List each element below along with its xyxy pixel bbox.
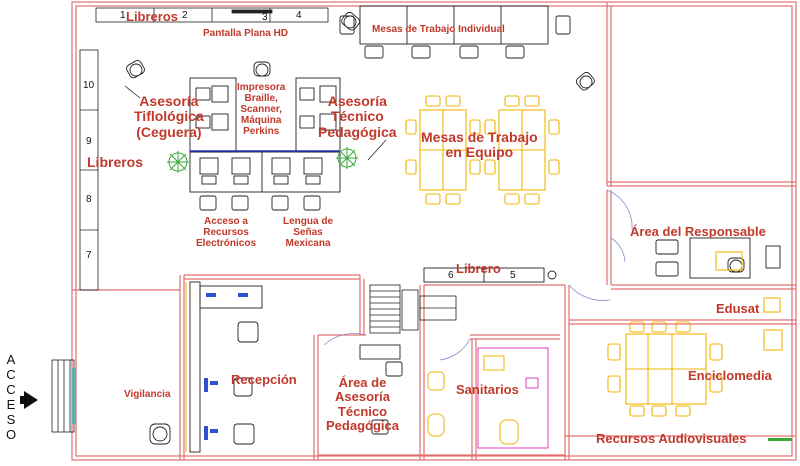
- enciclomedia-label: Enciclomedia: [688, 368, 772, 383]
- asesoria-tiflologica-line3: (Ceguera): [136, 123, 202, 140]
- edusat-label: Edusat: [716, 301, 760, 316]
- access-letter: A: [6, 352, 16, 367]
- access-letter: S: [6, 412, 16, 427]
- mesas-equipo-line2: en Equipo: [445, 144, 514, 161]
- lengua-senas-label: Lengua de Señas Mexicana: [283, 216, 333, 249]
- team-tables: [405, 95, 560, 205]
- lengua-senas-line1: Lengua de: [283, 216, 334, 227]
- libreros-left-label: Libreros: [87, 154, 144, 170]
- area-asesoria-label: Área de Asesoría Técnico Pedagógica: [326, 375, 399, 433]
- audiovisual-strip: [768, 438, 792, 441]
- access-letter: C: [6, 367, 16, 382]
- top-shelves: [95, 7, 329, 23]
- responsable-desk: [715, 251, 743, 271]
- impresora-line5: Perkins: [243, 126, 280, 137]
- shelf-number: 2: [182, 10, 188, 21]
- recursos-audiovisuales-label: Recursos Audiovisuales: [596, 431, 747, 446]
- access-letter: O: [5, 427, 17, 442]
- access-arrow-stem: [20, 396, 26, 404]
- plant-icon: [336, 147, 358, 169]
- recepcion-label: Recepción: [231, 372, 297, 387]
- asesoria-tiflologica-line2: Tiflológica: [134, 108, 204, 125]
- pantalla-label: Pantalla Plana HD: [203, 28, 289, 39]
- edusat-furniture: [763, 297, 783, 351]
- shelf-number: 4: [296, 10, 302, 21]
- stairs: [369, 284, 457, 334]
- acceso-recursos-line1: Acceso a: [204, 216, 248, 227]
- mesas-equipo-line1: Mesas de Trabajo: [421, 129, 538, 145]
- responsable-furniture: [655, 237, 781, 279]
- shelf-number: 10: [83, 80, 95, 91]
- individual-tables: [339, 5, 571, 59]
- impresora-line2: Braille,: [244, 93, 278, 104]
- shelf-number: 6: [448, 270, 454, 281]
- libreros-top-label: Libreros: [126, 9, 179, 24]
- asesoria-tiflologica-label: Asesoría Tiflológica (Ceguera): [134, 93, 204, 140]
- sanitary-room: [477, 347, 549, 449]
- reception-furniture: [189, 281, 263, 453]
- area-responsable-label: Área del Responsable: [630, 224, 766, 239]
- door-swings: [323, 189, 633, 361]
- shelf-number: 7: [86, 250, 92, 261]
- impresora-label: Impresora Braille, Scanner, Máquina Perk…: [237, 82, 285, 137]
- mesas-individual-label: Mesas de Trabajo Individual: [372, 24, 505, 35]
- entrance-glass: [72, 368, 76, 424]
- plant-icon: [167, 151, 189, 173]
- area-asesoria-line3: Técnico: [337, 403, 388, 419]
- left-shelves: [79, 49, 99, 291]
- shelf-number: 5: [510, 270, 516, 281]
- reception-equipment: [204, 293, 248, 440]
- sanitarios-label: Sanitarios: [456, 382, 519, 397]
- central-cubicles: [189, 77, 341, 211]
- impresora-line3: Scanner,: [240, 104, 283, 115]
- acceso-recursos-label: Acceso a Recursos Electrónicos: [196, 216, 256, 249]
- librero-shelf: [423, 267, 557, 283]
- sanitary-fixtures: [427, 355, 519, 445]
- area-asesoria-line1: Área de: [338, 375, 387, 390]
- shelf-number: 1: [120, 10, 126, 21]
- area-asesoria-line4: Pedagógica: [326, 417, 399, 433]
- acceso-recursos-line3: Electrónicos: [196, 238, 257, 249]
- shelf-number: 9: [86, 136, 92, 147]
- asesoria-tecnico-label: Asesoría Técnico Pedagógica: [318, 93, 397, 140]
- impresora-line4: Máquina: [240, 115, 282, 126]
- asesoria-tiflologica-line1: Asesoría: [139, 93, 199, 109]
- impresora-line1: Impresora: [237, 82, 286, 93]
- asesoria-tecnico-line1: Asesoría: [327, 93, 387, 109]
- acceso-recursos-line2: Recursos: [203, 227, 249, 238]
- access-arrow-icon: [24, 391, 38, 409]
- vigilancia-label: Vigilancia: [124, 389, 171, 400]
- shelf-number: 3: [262, 12, 268, 23]
- entrance-door: [51, 359, 75, 433]
- access-letter: C: [6, 382, 16, 397]
- librero-label: Librero: [456, 261, 501, 276]
- cane-icon: [124, 85, 387, 161]
- asesoria-furniture: [359, 344, 403, 435]
- lengua-senas-line2: Señas: [293, 227, 323, 238]
- mesas-equipo-label: Mesas de Trabajo en Equipo: [421, 129, 538, 161]
- asesoria-tecnico-line3: Pedagógica: [318, 123, 397, 140]
- lengua-senas-line3: Mexicana: [285, 238, 331, 249]
- asesoria-tecnico-line2: Técnico: [330, 108, 384, 125]
- enciclomedia-table: [607, 321, 723, 417]
- access-letter: E: [6, 397, 16, 412]
- area-asesoria-line2: Asesoría: [335, 389, 390, 405]
- shelf-number: 8: [86, 194, 92, 205]
